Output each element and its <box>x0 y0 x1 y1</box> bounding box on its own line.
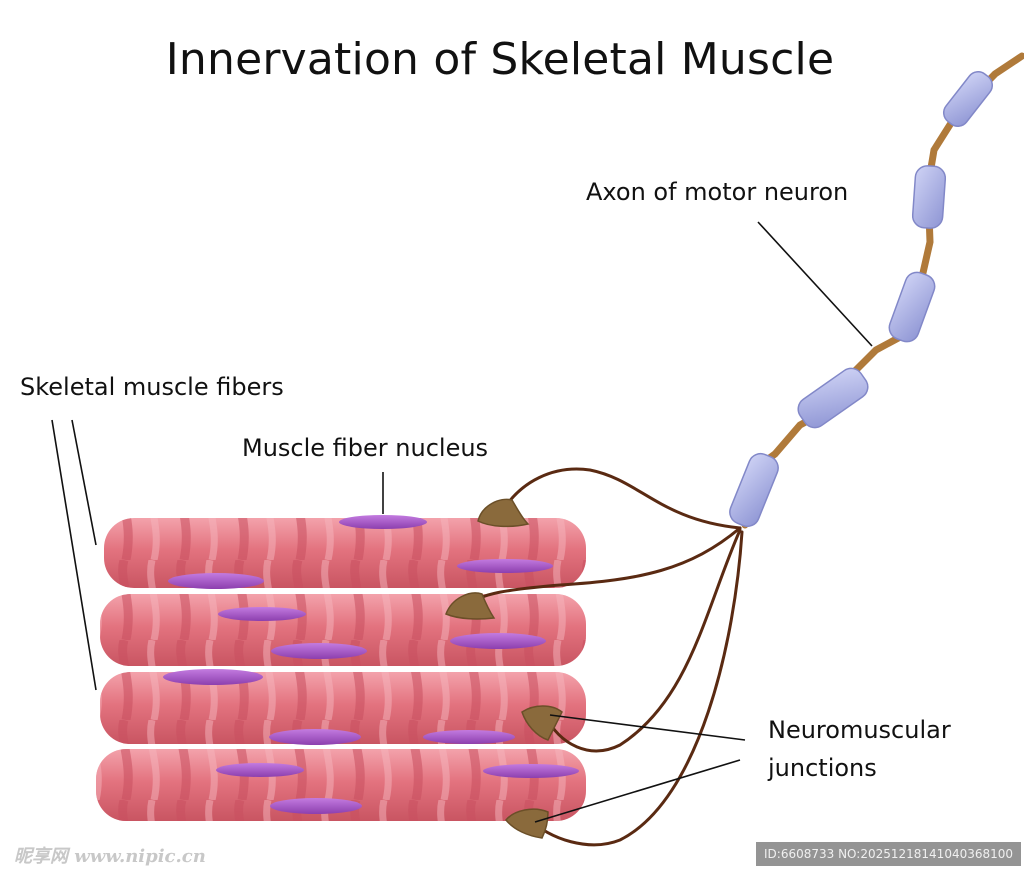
watermark-left: 昵享网 www.nipic.cn <box>14 846 206 867</box>
leader-fibers <box>51 419 97 691</box>
leader-lines <box>51 221 873 823</box>
watermark-id: ID:6608733 NO:20251218141040368100 <box>756 842 1022 866</box>
diagram-title: Innervation of Skeletal Muscle <box>165 34 835 85</box>
nucleus <box>168 573 264 589</box>
nucleus <box>216 763 304 777</box>
nucleus <box>269 729 361 745</box>
label-axon: Axon of motor neuron <box>586 178 849 206</box>
nucleus <box>339 515 427 529</box>
label-skeletal-muscle-fibers: Skeletal muscle fibers <box>20 373 284 401</box>
label-muscle-fiber-nucleus: Muscle fiber nucleus <box>242 434 489 462</box>
leader-fibers <box>71 419 97 546</box>
neuromuscular-junctions <box>445 498 563 839</box>
label-nmj-line-1: Neuromuscular <box>768 716 951 744</box>
nucleus <box>450 633 546 649</box>
nucleus <box>423 730 515 744</box>
leader-junction <box>534 759 741 823</box>
nucleus <box>271 643 367 659</box>
myelin-segment <box>942 71 994 127</box>
nucleus <box>483 764 579 778</box>
leader-junction <box>549 714 746 741</box>
junction <box>445 592 496 620</box>
nucleus <box>457 559 553 573</box>
junction <box>505 808 549 839</box>
myelin-sheath <box>729 71 994 528</box>
myelin-segment <box>888 271 936 343</box>
myelin-segment <box>911 165 947 229</box>
leader-axon <box>757 221 873 347</box>
axon <box>741 52 1024 529</box>
muscle-fiber-nuclei <box>163 515 579 814</box>
myelin-segment <box>797 367 869 429</box>
nucleus <box>270 798 362 814</box>
label-nmj-line-2: junctions <box>768 754 877 782</box>
myelin-segment <box>729 452 779 528</box>
junction <box>477 498 530 528</box>
nucleus <box>163 669 263 685</box>
nucleus <box>218 607 306 621</box>
label-neuromuscular-junctions: Neuromuscular junctions <box>768 711 951 787</box>
